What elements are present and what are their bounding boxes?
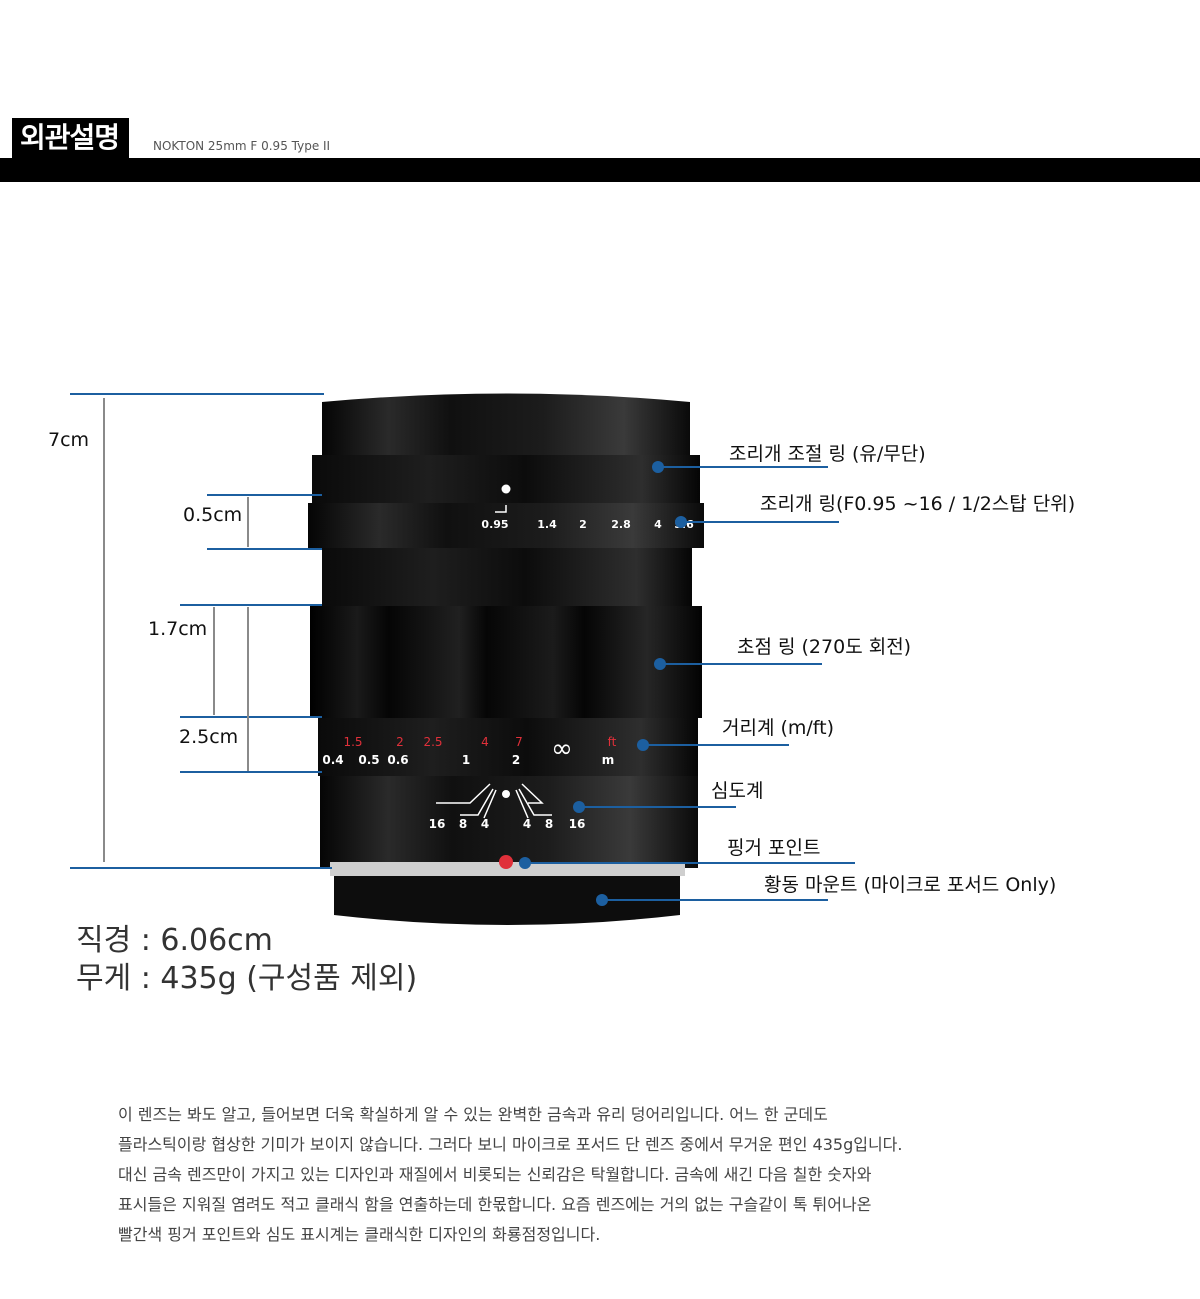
m-marking: 2 [512,753,520,767]
dof-band [320,776,698,868]
infinity-mark: ∞ [551,734,573,764]
dim-bottom-line [70,867,332,869]
callout-line-aperture-ring [681,521,839,523]
dim-distance-label: 2.5cm [179,726,239,748]
spec-diameter: 직경 : 6.06cm [76,923,273,958]
aperture-index-dot [501,484,511,494]
distance-scale-band [318,718,698,776]
ft-marking: 2 [396,735,404,749]
callout-finger-point: 핑거 포인트 [727,837,821,859]
ft-marking: ft [608,735,617,749]
dim-aperture-top [207,494,322,496]
callout-line-aperture-control [658,466,828,468]
m-marking: 0.6 [387,753,408,767]
dof-marking: 8 [545,817,553,831]
dof-marking: 16 [569,817,586,831]
aperture-marking: 0.95 [481,518,508,531]
lens-body-upper [322,548,692,608]
callout-distance-scale: 거리계 (m/ft) [722,717,835,739]
dof-marking: 4 [481,817,489,831]
dof-marking: 8 [459,817,467,831]
dim-distance-arrow [247,607,249,771]
aperture-marking: 4 [654,518,662,531]
dim-top-line [70,393,324,395]
m-marking: 1 [462,753,470,767]
dim-focus-arrow [213,607,215,715]
callout-line-dof [579,806,736,808]
section-subtitle: NOKTON 25mm F 0.95 Type II [153,139,331,153]
ft-marking: 4 [481,735,489,749]
finger-point-dot [499,855,513,869]
m-marking: 0.4 [322,753,343,767]
dim-height-label: 7cm [48,429,90,451]
callout-aperture-ring: 조리개 링(F0.95 ~16 / 1/2스탑 단위) [760,493,1076,515]
dof-marking: 16 [429,817,446,831]
callout-line-mount [602,899,828,901]
ft-marking: 1.5 [343,735,362,749]
header-bar [0,158,1200,182]
spec-weight: 무게 : 435g (구성품 제외) [76,961,418,996]
callout-dof-scale: 심도계 [711,780,764,802]
aperture-marking: 2.8 [611,518,631,531]
m-marking: m [602,753,615,767]
description-line: 플라스틱이랑 협상한 기미가 보이지 않습니다. 그러다 보니 마이크로 포서드… [118,1135,903,1154]
aperture-marking: 2 [579,518,587,531]
rear-cap [334,876,680,925]
callout-line-finger-point [525,862,855,864]
m-marking: 0.5 [358,753,379,767]
description-paragraph: 이 렌즈는 봐도 알고, 들어보면 더욱 확실하게 알 수 있는 완벽한 금속과… [118,1100,1118,1250]
dim-focus-bottom [180,716,322,718]
description-line: 대신 금속 렌즈만이 가지고 있는 디자인과 재질에서 비롯되는 신뢰감은 탁월… [118,1165,872,1184]
ft-marking: 7 [515,735,523,749]
dim-focus-top [180,604,322,606]
lens-hood [322,393,690,455]
description-line: 표시들은 지워질 염려도 적고 클래식 함을 연출하는데 한몫합니다. 요즘 렌… [118,1195,872,1214]
ft-marking: 2.5 [423,735,442,749]
callout-line-focus-ring [660,663,822,665]
focus-ring-shape [310,606,702,718]
aperture-control-ring-shape [312,455,700,505]
callout-focus-ring: 초점 링 (270도 회전) [737,636,912,658]
dim-aperture-bottom [207,548,322,550]
mount-silver [330,862,685,876]
dim-focus-label: 1.7cm [148,618,208,640]
dof-marking: 4 [523,817,531,831]
dof-index-dot [502,790,510,798]
description-line: 빨간색 핑거 포인트와 심도 표시계는 클래식한 디자인의 화룡점정입니다. [118,1225,601,1244]
aperture-marking: 1.4 [537,518,557,531]
dim-height-arrow [103,398,105,862]
dim-aperture-arrow [247,497,249,547]
section-title: 외관설명 [12,118,130,158]
dim-distance-bottom [180,771,322,773]
dof-lines [436,783,552,819]
description-line: 이 렌즈는 봐도 알고, 들어보면 더욱 확실하게 알 수 있는 완벽한 금속과… [118,1105,828,1124]
callout-line-distance [643,744,789,746]
dim-aperture-label: 0.5cm [183,504,243,526]
callout-aperture-control-ring: 조리개 조절 링 (유/무단) [729,443,926,465]
callout-mount: 황동 마운트 (마이크로 포서드 Only) [764,874,1057,896]
